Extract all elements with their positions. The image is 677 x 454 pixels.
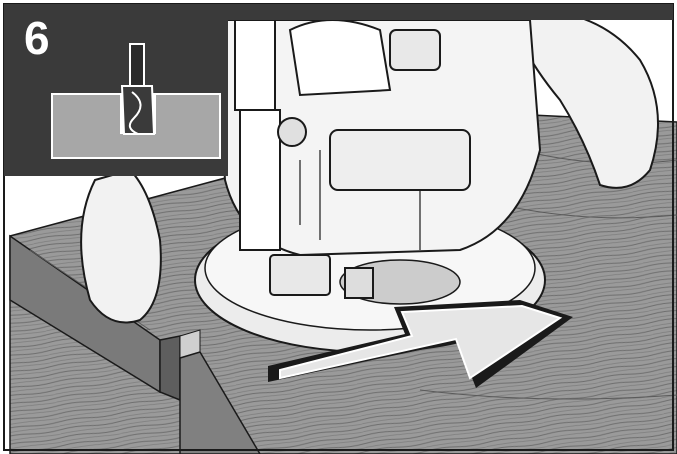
step-panel: 6	[4, 4, 228, 176]
router-bit-groove-icon	[44, 42, 224, 164]
